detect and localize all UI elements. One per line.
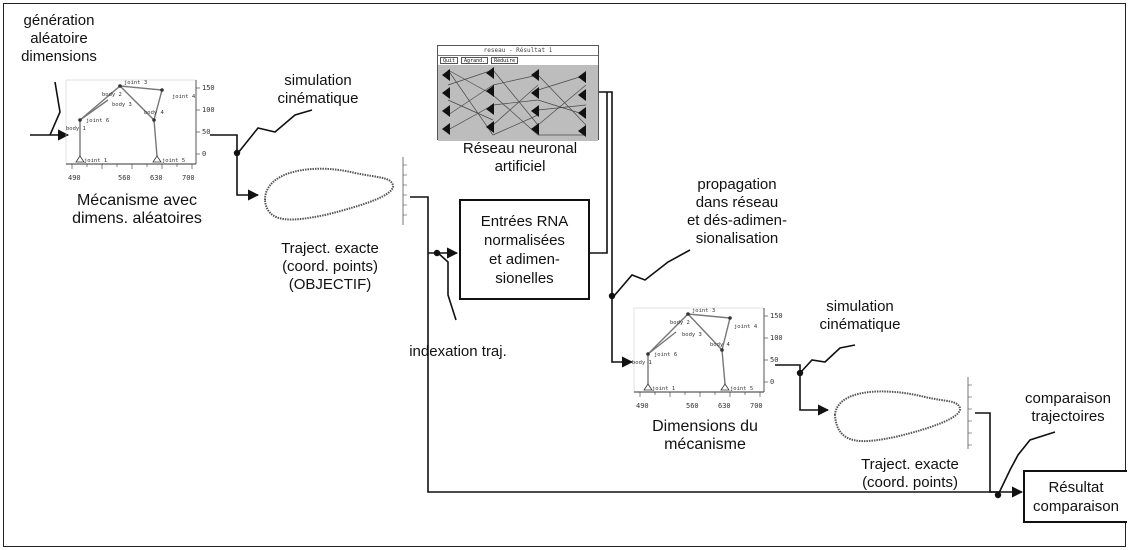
callout-propagation (613, 249, 691, 297)
svg-text:joint 5: joint 5 (162, 158, 185, 164)
svg-text:joint 1: joint 1 (652, 386, 675, 392)
label-generation: génération aléatoire dimensions (21, 12, 97, 65)
svg-text:body 4: body 4 (144, 110, 165, 116)
window-button-agrandir[interactable]: Agrand. (461, 57, 489, 64)
trajectory-plot-result (833, 377, 972, 449)
svg-text:700: 700 (750, 402, 763, 410)
label-sim2: simulation cinématique (819, 298, 901, 333)
label-sim1: simulation cinématique (277, 72, 359, 107)
svg-text:joint 5: joint 5 (730, 386, 753, 392)
callout-sim1 (237, 109, 313, 154)
rna-to-network-connector (590, 92, 608, 254)
mech2-to-traj2-connector (775, 364, 830, 416)
label-propagation: propagation dans réseau et dés-adimen- s… (686, 176, 788, 247)
mech1-to-traj1-connector (210, 134, 260, 201)
svg-text:body 1: body 1 (66, 126, 86, 132)
svg-text:body 2: body 2 (102, 92, 122, 98)
traj1-output-connector (410, 196, 1000, 493)
label-indexation: indexation traj. (409, 343, 507, 360)
svg-text:630: 630 (150, 174, 163, 182)
label-mecanisme-aleatoire: Mécanisme avec dimens. aléatoires (72, 192, 202, 227)
rna-input-box: Entrées RNA normalisées et adimen- sione… (459, 199, 590, 300)
svg-text:490: 490 (68, 174, 81, 182)
svg-text:630: 630 (718, 402, 731, 410)
svg-text:700: 700 (182, 174, 195, 182)
svg-text:joint 6: joint 6 (86, 118, 109, 124)
trajectory-plot-objective (263, 157, 407, 225)
window-button-reduire[interactable]: Réduire (491, 57, 519, 64)
svg-text:50: 50 (202, 128, 210, 136)
window-titlebar: reseau - Résultat 1 (438, 46, 598, 56)
svg-text:150: 150 (770, 312, 783, 320)
network-graph-image (438, 65, 598, 141)
svg-text:joint 4: joint 4 (734, 324, 758, 330)
label-trajectoire-resultat: Traject. exacte (coord. points) (861, 456, 959, 491)
label-comparaison: comparaison trajectoires (1025, 390, 1111, 425)
svg-text:body 2: body 2 (670, 320, 690, 326)
result-comparison-box: Résultat comparaison (1023, 470, 1127, 523)
svg-text:100: 100 (202, 106, 215, 114)
svg-text:body 1: body 1 (632, 360, 652, 366)
neural-network-window: reseau - Résultat 1 Quit Agrand. Réduire (437, 45, 599, 141)
svg-text:560: 560 (686, 402, 699, 410)
svg-text:150: 150 (202, 84, 215, 92)
diagram-frame (3, 3, 1126, 547)
svg-text:joint 1: joint 1 (84, 158, 107, 164)
svg-text:490: 490 (636, 402, 649, 410)
svg-text:100: 100 (770, 334, 783, 342)
svg-text:joint 6: joint 6 (654, 352, 677, 358)
callout-generation (49, 81, 61, 136)
label-trajectoire-objectif: Traject. exacte (coord. points) (OBJECTI… (281, 240, 379, 293)
label-reseau: Réseau neuronal artificiel (462, 140, 578, 175)
svg-text:joint 3: joint 3 (692, 308, 715, 314)
network-output-connector (598, 91, 634, 368)
mechanism-plot-random: 490 560 630 700 150 100 50 0 joint 4 joi… (65, 79, 215, 182)
svg-text:0: 0 (202, 150, 206, 158)
window-button-quit[interactable]: Quit (440, 57, 459, 64)
svg-text:body 4: body 4 (710, 342, 731, 348)
svg-text:joint 4: joint 4 (172, 94, 196, 100)
svg-text:body 3: body 3 (112, 102, 132, 108)
svg-text:joint 3: joint 3 (124, 80, 147, 86)
svg-text:0: 0 (770, 378, 774, 386)
label-dimensions-mecanisme: Dimensions du mécanisme (652, 418, 758, 453)
callout-comparaison (997, 431, 1056, 496)
mechanism-plot-result: 490 560 630 700 150 100 50 0 joint 4 joi… (632, 307, 783, 410)
callout-indexation (436, 251, 457, 321)
traj2-to-result-connector (975, 412, 1000, 493)
svg-text:560: 560 (118, 174, 131, 182)
svg-text:body 3: body 3 (682, 332, 702, 338)
svg-text:50: 50 (770, 356, 778, 364)
callout-sim2 (799, 344, 856, 374)
